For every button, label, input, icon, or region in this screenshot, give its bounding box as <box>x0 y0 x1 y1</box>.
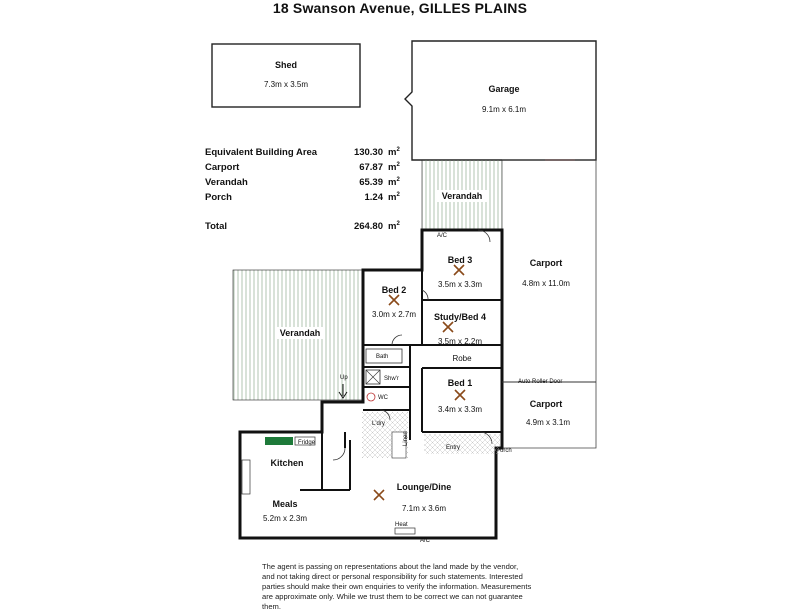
shed-dims: 7.3m x 3.5m <box>264 80 308 89</box>
entry-label: Entry <box>446 445 460 451</box>
linen-label: Linen <box>403 431 409 446</box>
area-value: 1.24 <box>364 192 384 203</box>
bed1-label: Bed 1 <box>448 378 473 388</box>
bed3-label: Bed 3 <box>448 255 473 265</box>
shed-outline <box>211 43 361 108</box>
bed-markers <box>373 264 466 501</box>
carport-small-dims: 4.9m x 3.1m <box>526 418 570 427</box>
ac-top-label: A/C <box>437 233 448 239</box>
garage-dims: 9.1m x 6.1m <box>482 105 526 114</box>
bed3-dims: 3.5m x 3.3m <box>438 280 482 289</box>
lounge-label: Lounge/Dine <box>397 482 452 492</box>
shower-label: Shw'r <box>384 376 399 382</box>
bath-fixture <box>365 348 403 364</box>
disclaimer-text: The agent is passing on representations … <box>262 562 532 611</box>
fridge-label: Fridge <box>298 440 316 446</box>
bed2-label: Bed 2 <box>382 285 407 295</box>
study-label: Study/Bed 4 <box>434 312 486 322</box>
up-label: Up <box>340 375 348 381</box>
heat-label: Heat <box>395 522 408 528</box>
area-unit: m2 <box>388 221 400 233</box>
area-unit: m2 <box>388 162 400 174</box>
area-label: Verandah <box>205 177 248 188</box>
ac-bottom-label: A/C <box>420 538 431 544</box>
shower-fixture <box>365 369 381 385</box>
heater <box>394 527 416 535</box>
plan-title: 18 Swanson Avenue, GILLES PLAINS <box>272 0 528 16</box>
area-value: 67.87 <box>359 162 383 173</box>
area-total-value: 264.80 <box>353 221 383 232</box>
carport-right-outline <box>502 159 597 449</box>
area-label: Carport <box>205 162 240 173</box>
study-dims: 3.5m x 2.2m <box>438 337 482 346</box>
bed1-dims: 3.4m x 3.3m <box>438 405 482 414</box>
garage-label: Garage <box>488 84 519 94</box>
linen-cupboard <box>391 431 407 459</box>
laundry-label: L'dry <box>372 421 385 427</box>
area-value: 130.30 <box>353 147 383 158</box>
robe-label: Robe <box>452 354 472 363</box>
entry-floor <box>424 434 500 454</box>
area-unit: m2 <box>388 192 400 204</box>
area-label: Equivalent Building Area <box>205 147 318 158</box>
wc-label: WC <box>378 395 389 401</box>
bath-label: Bath <box>376 354 388 360</box>
porch-label: Porch <box>496 448 512 454</box>
verandah-left-label: Verandah <box>280 328 321 338</box>
carport-right-label: Carport <box>530 258 563 268</box>
area-value: 65.39 <box>359 177 383 188</box>
wc-fixture <box>366 392 376 402</box>
verandah-top-label: Verandah <box>442 191 483 201</box>
auto-roller-door-label: Auto Roller Door <box>518 379 562 385</box>
area-unit: m2 <box>388 177 400 189</box>
internal-walls <box>300 230 502 491</box>
meals-dims: 5.2m x 2.3m <box>263 514 307 523</box>
lounge-dims: 7.1m x 3.6m <box>402 504 446 513</box>
house-outer-walls <box>238 228 504 540</box>
cooktop <box>265 437 293 445</box>
kitchen-label: Kitchen <box>270 458 303 468</box>
fridge-box <box>294 436 316 446</box>
carport-right-dims: 4.8m x 11.0m <box>522 279 570 288</box>
area-label: Porch <box>205 192 232 203</box>
carport-small-label: Carport <box>530 399 563 409</box>
kitchen-bench <box>241 459 251 495</box>
bed2-dims: 3.0m x 2.7m <box>372 310 416 319</box>
meals-label: Meals <box>272 499 297 509</box>
area-total-label: Total <box>205 221 227 232</box>
shed-label: Shed <box>275 60 297 70</box>
garage-outline <box>404 40 597 161</box>
area-unit: m2 <box>388 147 400 159</box>
